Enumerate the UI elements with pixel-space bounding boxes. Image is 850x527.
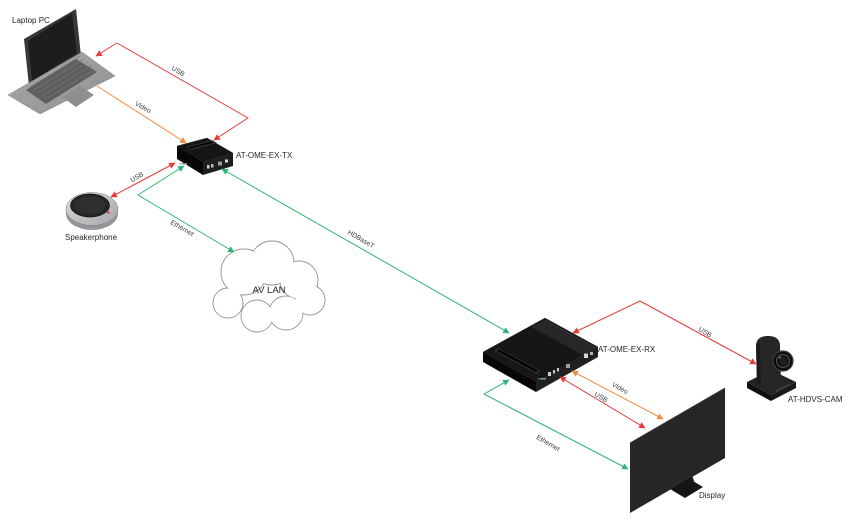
link-label-usb-speakerphone: USB bbox=[129, 171, 145, 184]
link-usb-laptop-tx bbox=[95, 42, 249, 141]
link-label-usb-display: USB bbox=[593, 391, 609, 404]
display-label: Display bbox=[699, 491, 725, 500]
laptop-label: Laptop PC bbox=[12, 16, 50, 25]
tx-device bbox=[176, 137, 234, 175]
link-ethernet-rx-display bbox=[483, 379, 629, 470]
display-device bbox=[629, 387, 726, 513]
link-usb-rx-camera bbox=[572, 300, 757, 365]
link-ethernet-tx-avlan bbox=[137, 165, 235, 253]
link-usb-speakerphone-tx bbox=[110, 162, 176, 198]
display-panel bbox=[630, 388, 725, 513]
laptop-keyboard bbox=[26, 59, 97, 104]
tx-logo bbox=[182, 163, 187, 165]
rx-label: AT-OME-EX-RX bbox=[598, 345, 656, 354]
tx-label: AT-OME-EX-TX bbox=[236, 151, 293, 160]
av-lan-cloud: AV LAN bbox=[212, 240, 326, 333]
laptop-device bbox=[7, 9, 116, 115]
camera-device bbox=[747, 336, 796, 401]
laptop-trackpad bbox=[62, 86, 94, 107]
link-hdbaset-tx-rx bbox=[221, 168, 510, 334]
link-label-video-display: Video bbox=[611, 381, 630, 396]
link-label-ethernet-tx: Ethernet bbox=[169, 219, 195, 238]
speakerphone-led bbox=[107, 211, 110, 214]
speakerphone-label: Speakerphone bbox=[65, 233, 118, 242]
link-label-video-laptop: Video bbox=[134, 100, 153, 115]
speakerphone-device bbox=[65, 192, 119, 230]
av-lan-label: AV LAN bbox=[252, 285, 285, 296]
rx-logo bbox=[540, 378, 546, 380]
link-label-usb-laptop: USB bbox=[170, 65, 186, 78]
link-label-usb-camera: USB bbox=[697, 326, 713, 339]
link-label-ethernet-display: Ethernet bbox=[535, 434, 561, 453]
camera-label: AT-HDVS-CAM bbox=[788, 395, 843, 404]
link-label-hdbaset: HDBaseT bbox=[346, 229, 375, 250]
display-stand bbox=[670, 478, 703, 498]
link-video-laptop-tx bbox=[96, 85, 187, 144]
camera-body bbox=[756, 336, 781, 387]
